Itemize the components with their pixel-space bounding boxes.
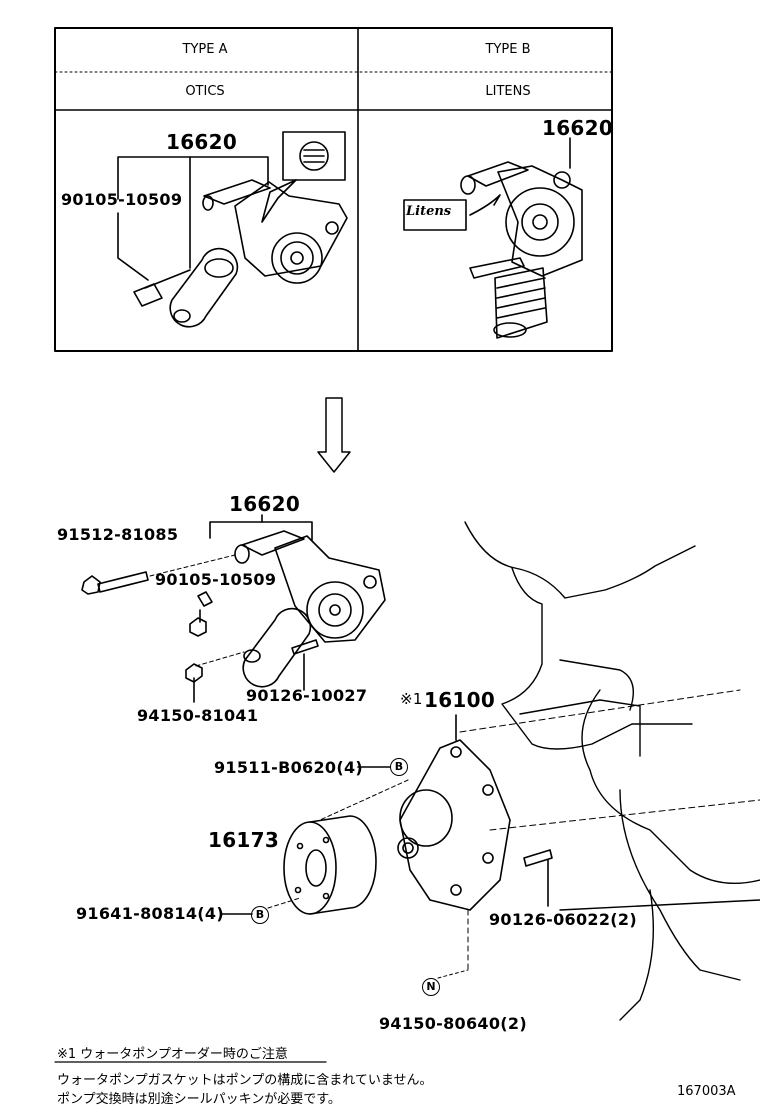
marker-b-pulley: B — [251, 906, 269, 924]
comparison-table-frame — [54, 27, 613, 352]
part-label-pump-stud: 90126-06022(2) — [489, 910, 637, 929]
marker-n: N — [422, 978, 440, 996]
type-a-header: TYPE A — [182, 42, 228, 57]
part-label-water-pump: 16100 — [424, 688, 496, 712]
part-label-pulley-bolt: 91641-80814(4) — [76, 904, 224, 923]
part-label-bolt-long: 91512-81085 — [57, 525, 179, 544]
part-label-pulley: 16173 — [208, 828, 280, 852]
part-label-tensioner-b: 16620 — [542, 116, 614, 140]
part-label-pump-bolt: 91511-B0620(4) — [214, 758, 363, 777]
note-title: ※1 ウォータポンプオーダー時のご注意 — [57, 1047, 288, 1062]
part-label-nut-main: 94150-81041 — [137, 706, 259, 725]
part-label-bolt-main: 90105-10509 — [155, 570, 277, 589]
engine-block-outline — [464, 521, 760, 1021]
marker-b-pump: B — [390, 758, 408, 776]
water-pump-drawing — [221, 689, 760, 979]
part-label-bolt-a: 90105-10509 — [61, 190, 183, 209]
figure-id: 167003A — [677, 1084, 736, 1099]
type-b-header: TYPE B — [485, 42, 531, 57]
down-arrow-graphic — [317, 397, 351, 473]
tensioner-type-b-drawing — [403, 137, 583, 339]
main-tensioner-drawing — [81, 514, 386, 703]
part-label-tensioner-a: 16620 — [166, 130, 238, 154]
note-line-1: ウォータポンプガスケットはポンプの構成に含まれていません。 — [57, 1073, 433, 1088]
tensioner-type-a-drawing — [117, 131, 348, 328]
part-label-pump-nut: 94150-80640(2) — [379, 1014, 527, 1033]
brand-b-header: LITENS — [485, 84, 531, 99]
part-label-tensioner-main: 16620 — [229, 492, 301, 516]
litens-logo: Litens — [406, 204, 452, 219]
note-line-2: ポンプ交換時は別途シールパッキンが必要です。 — [57, 1092, 341, 1107]
part-label-stud-main: 90126-10027 — [246, 686, 368, 705]
water-pump-mark: ※1 — [400, 690, 423, 708]
pulley-drawing — [267, 779, 409, 915]
brand-a-header: OTICS — [185, 84, 225, 99]
